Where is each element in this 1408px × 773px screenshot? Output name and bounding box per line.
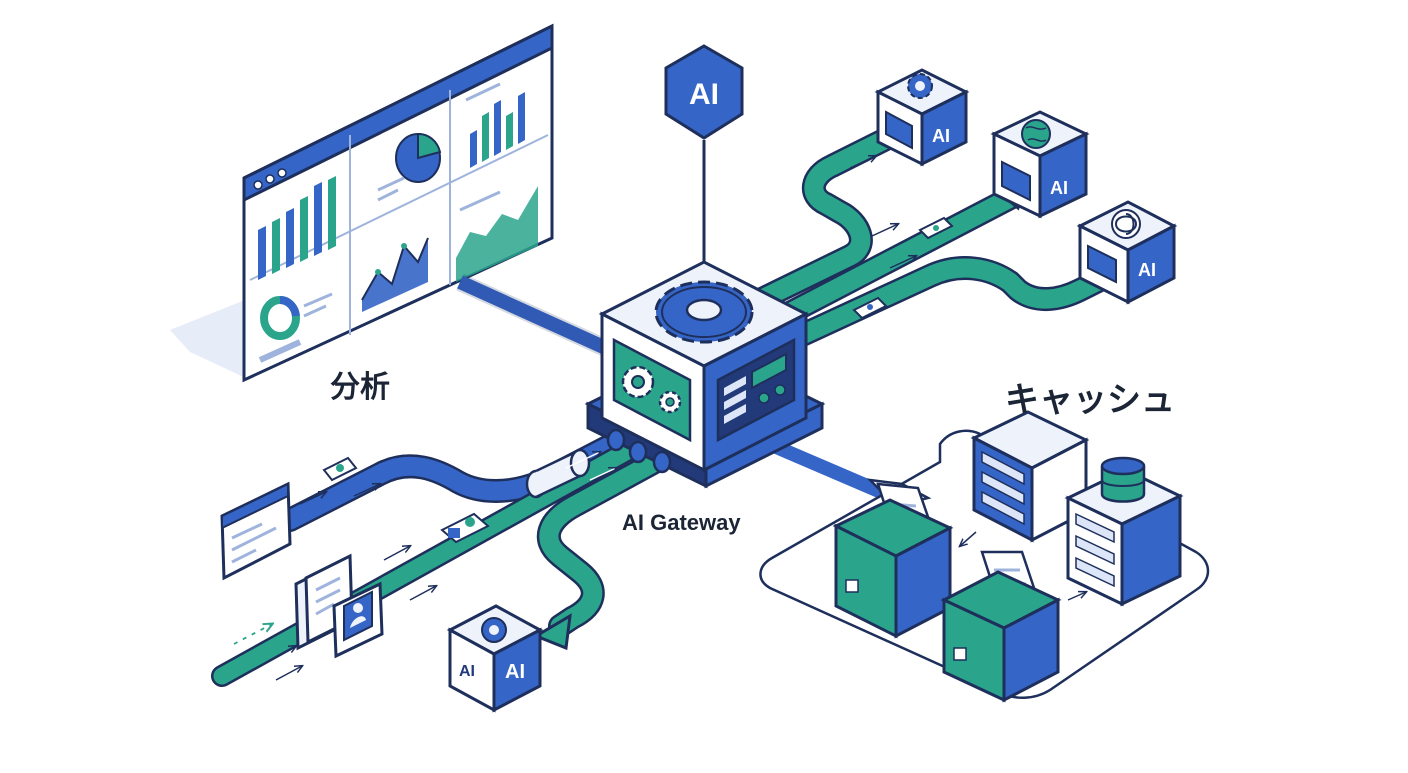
- ai-provider-label: AI: [1050, 178, 1068, 198]
- gear-icon: [481, 617, 507, 643]
- status-display: [751, 352, 787, 390]
- arrow-icon: [532, 613, 572, 651]
- bar-chart-icon: [465, 82, 525, 168]
- client-user-profile: [332, 581, 384, 659]
- analysis-label: 分析: [330, 370, 390, 405]
- ai-provider-label: AI: [932, 126, 950, 146]
- user-icon: [353, 603, 363, 613]
- pie-chart-icon: [377, 132, 442, 202]
- data-packet-icon: [322, 456, 358, 482]
- area-chart-icon: [456, 186, 538, 282]
- ai-node-label: AI: [459, 663, 475, 680]
- data-packet-icon: [852, 296, 888, 320]
- ai-badge: AI: [664, 44, 744, 140]
- cache-database-server: [1064, 456, 1184, 607]
- window-dot-icon: [277, 168, 287, 178]
- ai-gateway-box: [584, 260, 826, 489]
- client-browser-window: [220, 481, 292, 581]
- data-packet-icon: [918, 216, 954, 240]
- globe-icon: [1021, 119, 1051, 149]
- analytics-dashboard: [242, 23, 554, 383]
- window-dot-icon: [265, 174, 275, 184]
- openai-knot-icon: [1111, 209, 1141, 239]
- line-chart-icon: [361, 237, 429, 312]
- ai-provider-cube: AI: [990, 110, 1090, 219]
- dashboard-shadow: [170, 300, 250, 380]
- cache-pipe: [757, 433, 903, 507]
- data-packet-icon: [440, 512, 490, 544]
- pipe-coupler: [525, 448, 591, 499]
- donut-chart-icon: [258, 292, 333, 363]
- client-routes: [211, 418, 678, 687]
- ai-provider-label: AI: [1138, 260, 1156, 280]
- cache-label: キャッシュ: [1005, 380, 1175, 420]
- gear-icon: [621, 365, 655, 399]
- dashboard-pipe: [457, 275, 613, 357]
- ai-provider-cube: AI: [874, 68, 970, 167]
- ai-provider-cube: AI: [1076, 200, 1178, 305]
- ai-badge-label: AI: [689, 78, 719, 111]
- gear-icon: [658, 390, 682, 414]
- database-icon: [1100, 456, 1146, 503]
- gear-icon: [654, 280, 754, 344]
- window-dot-icon: [253, 180, 263, 190]
- hexagon-icon: [664, 44, 744, 140]
- ai-node-label: AI: [505, 661, 525, 683]
- indicator-light: [774, 384, 786, 396]
- gateway-label: AI Gateway: [622, 510, 741, 535]
- cache-document-box: [940, 550, 1062, 703]
- gear-icon: [907, 73, 933, 99]
- ai-node-client: AI AI: [446, 604, 544, 713]
- bar-chart-icon: [258, 176, 336, 280]
- indicator-light: [758, 392, 770, 404]
